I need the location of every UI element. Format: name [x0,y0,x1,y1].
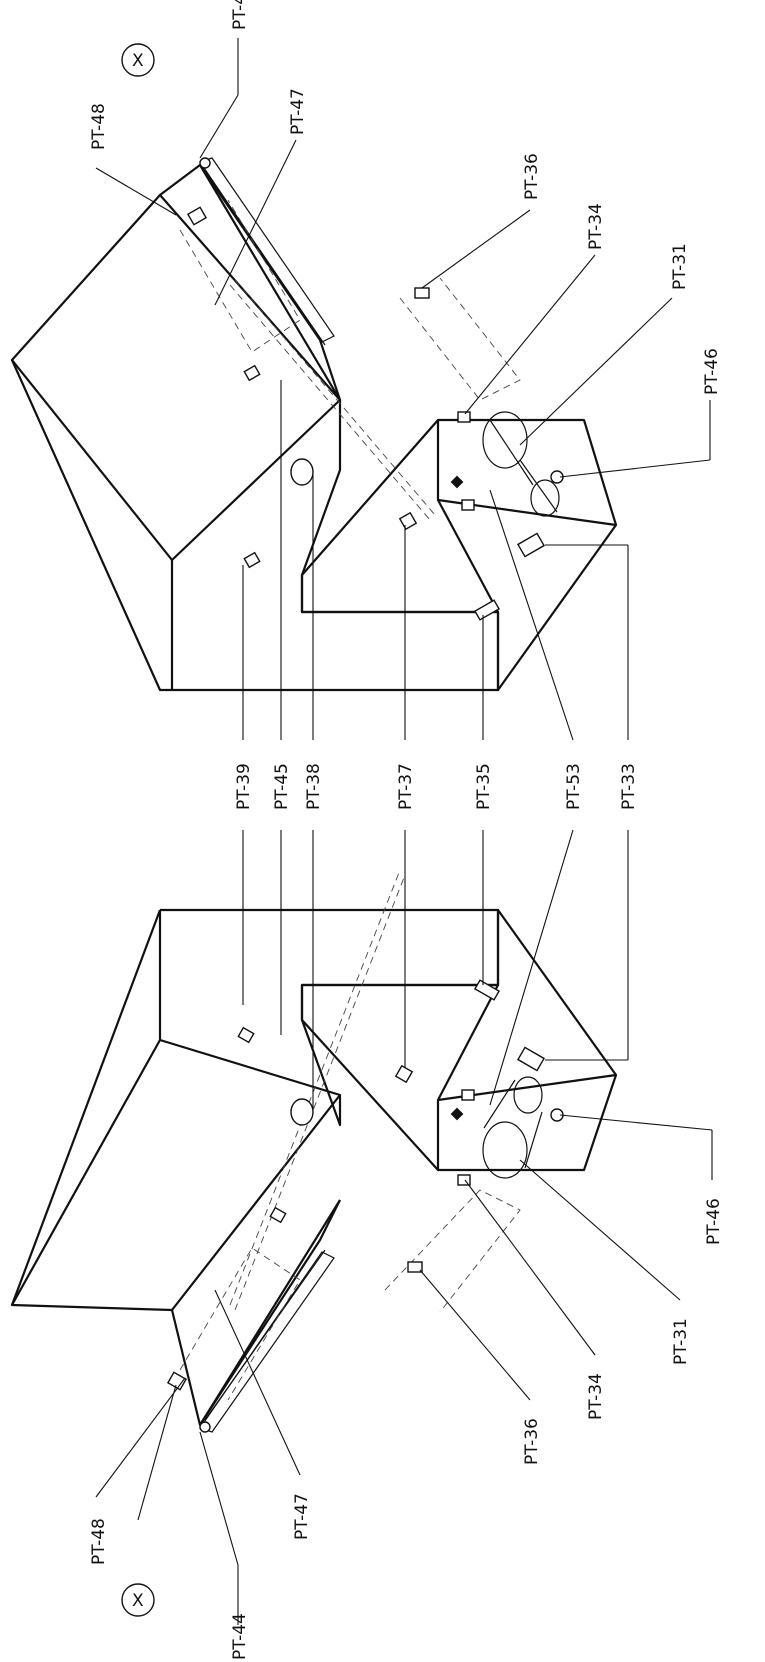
label-x-bottom: X [132,1591,144,1611]
label-pt46-top: PT-46 [702,348,722,395]
bottom-lower-step [300,908,618,1172]
label-pt33: PT-33 [619,763,639,810]
label-x-top: X [132,51,144,71]
top-box-top-face [10,193,342,562]
label-pt48-bottom: PT-48 [89,1518,109,1565]
label-pt48-top: PT-48 [89,103,109,150]
label-pt36-bottom: PT-36 [522,1418,542,1465]
label-pt45: PT-45 [272,763,292,810]
top-box-front-edges [10,359,500,692]
top-lower-step [300,418,618,692]
detail-x-circle-bottom [121,1583,155,1617]
label-pt47-top: PT-47 [288,88,308,135]
label-pt44-top: PT-44 [230,0,250,30]
bottom-rail [199,1251,335,1433]
label-pt34-bottom: PT-34 [586,1373,606,1420]
top-isometric-view [10,38,711,741]
label-pt36-top: PT-36 [522,153,542,200]
bottom-box-front-edges [160,908,500,1127]
label-pt53: PT-53 [564,763,584,810]
label-pt37: PT-37 [396,763,416,810]
labels: PT-44 X PT-48 PT-47 PT-36 PT-34 PT-31 PT… [89,0,724,1660]
detail-x-circle-top [121,43,155,77]
top-rear-block [159,163,341,401]
label-pt46-bottom: PT-46 [704,1198,724,1245]
label-pt31-bottom: PT-31 [671,1318,691,1365]
bottom-isometric-view [10,829,713,1625]
label-pt35: PT-35 [474,763,494,810]
label-pt39: PT-39 [234,763,254,810]
label-pt44-bottom: PT-44 [230,1613,250,1660]
label-pt38: PT-38 [304,763,324,810]
label-pt47-bottom: PT-47 [292,1493,312,1540]
label-pt34-top: PT-34 [586,203,606,250]
label-pt31-top: PT-31 [670,243,690,290]
top-rail [199,157,335,343]
